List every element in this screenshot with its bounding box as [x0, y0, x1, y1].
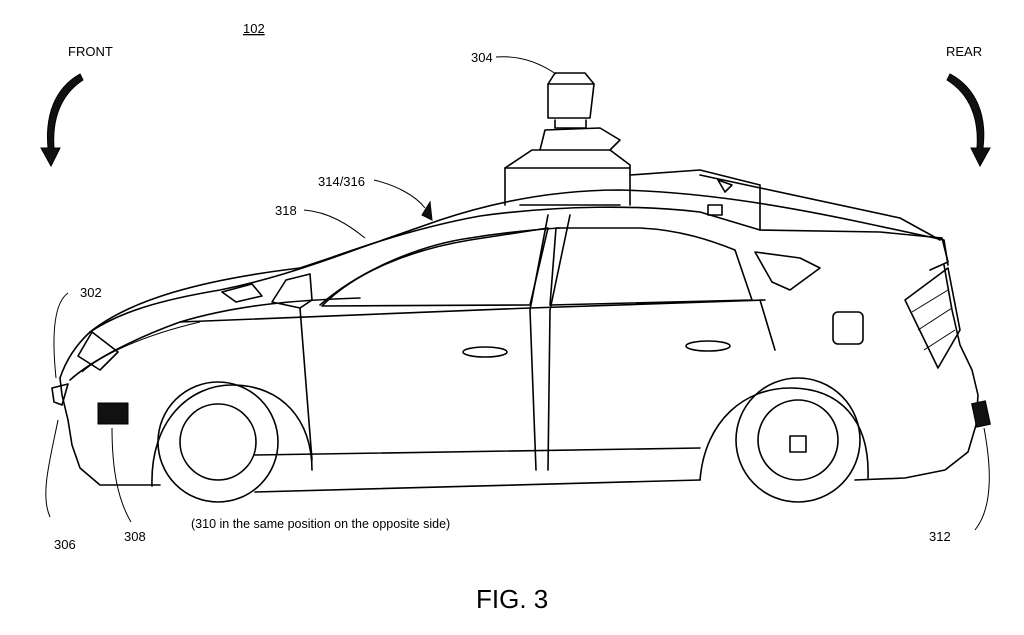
- figure-reference-number: 102: [243, 21, 265, 36]
- rear-wheel: [699, 377, 869, 503]
- rear-sensor-312: [971, 400, 991, 428]
- label-306: 306: [54, 537, 76, 552]
- side-sensor-308: [97, 402, 129, 425]
- rear-label: REAR: [946, 44, 982, 59]
- vehicle-body-outline: [59, 264, 979, 493]
- leader-314-316: [373, 179, 426, 209]
- rear-door-handle: [685, 340, 731, 352]
- rear-wheel-hub-sensor: [789, 435, 807, 453]
- roof-sensor-housing: [504, 127, 761, 231]
- quarter-window: [754, 251, 821, 291]
- fuel-door: [832, 311, 864, 345]
- camera-314-316: [421, 200, 433, 221]
- figure-caption: FIG. 3: [476, 584, 548, 614]
- front-door-handle: [462, 346, 508, 358]
- label-312: 312: [929, 529, 951, 544]
- leader-312: [974, 427, 990, 531]
- rear-side-window: [549, 227, 753, 306]
- leader-318: [303, 209, 366, 239]
- label-304: 304: [471, 50, 493, 65]
- rear-direction-arrow: [946, 73, 991, 168]
- front-label: FRONT: [68, 44, 113, 59]
- lidar-sensor-304: [547, 72, 595, 129]
- front-direction-arrow: [40, 73, 84, 168]
- leader-306: [45, 419, 59, 518]
- front-side-window: [321, 227, 549, 307]
- leader-308: [111, 427, 132, 523]
- front-wheel: [151, 381, 313, 503]
- label-318: 318: [275, 203, 297, 218]
- label-308: 308: [124, 529, 146, 544]
- leader-302: [53, 292, 69, 379]
- label-302: 302: [80, 285, 102, 300]
- label-314-316: 314/316: [318, 174, 365, 189]
- side-mirror: [271, 273, 313, 309]
- opposite-side-note: (310 in the same position on the opposit…: [191, 517, 450, 531]
- autonomous-vehicle-drawing: [51, 72, 991, 503]
- leader-304: [495, 56, 557, 75]
